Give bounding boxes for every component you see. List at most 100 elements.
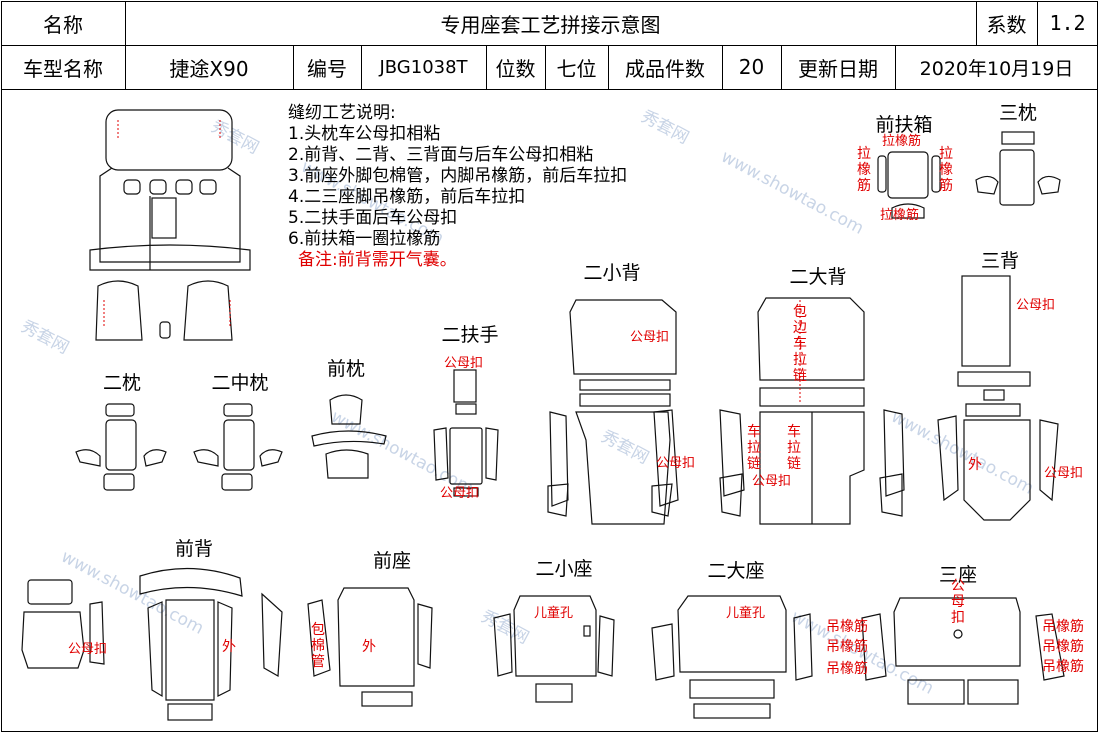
- watermark: 秀套网: [18, 317, 72, 359]
- grid-line: [125, 1, 126, 89]
- annotation-snap: 公母扣: [752, 474, 792, 489]
- annotation-snap: 公母扣: [951, 578, 965, 626]
- annotation-zipper-edge: 包边车拉链: [793, 304, 807, 384]
- annotation-cotton-tube: 包棉管: [311, 622, 325, 670]
- annotation-pull-elastic: 拉橡筋: [939, 146, 953, 194]
- part-label-second-small-seat: 二小座: [535, 558, 593, 580]
- grid-line: [608, 45, 609, 89]
- annotation-hang-elastic: 吊橡筋: [1042, 619, 1084, 635]
- annotation-snap: 公母扣: [68, 642, 108, 657]
- part-label-front-armbox: 前扶箱: [875, 114, 933, 136]
- seam-marks: [103, 120, 801, 404]
- note-item: 3.前座外脚包棉管，内脚吊橡筋，前后车拉扣: [288, 166, 628, 186]
- part-label-second-small-back: 二小背: [583, 262, 641, 284]
- grid-line: [895, 45, 896, 89]
- part-label-second-big-back: 二大背: [789, 266, 847, 288]
- notes-title: 缝纫工艺说明:: [288, 103, 396, 123]
- watermark: www.showtao.com: [328, 407, 477, 499]
- date-label: 更新日期: [798, 56, 878, 81]
- second-armrest-pattern: [433, 369, 499, 497]
- watermark: 秀套网: [208, 117, 262, 159]
- grid-line: [486, 45, 487, 89]
- annotation-pull-elastic: 拉橡筋: [882, 134, 922, 149]
- second-mid-pillow-pattern: [193, 403, 283, 491]
- annotation-outer: 外: [362, 639, 376, 655]
- grid-line: [781, 45, 782, 89]
- watermark: 秀套网: [598, 427, 652, 469]
- code-value: JBG1038T: [379, 56, 468, 78]
- third-pillow-pattern: [975, 131, 1061, 206]
- front-armbox-pattern: [877, 151, 941, 219]
- document-title: 专用座套工艺拼接示意图: [440, 12, 661, 37]
- part-label-front-seat: 前座: [372, 550, 412, 572]
- annotation-hang-elastic: 吊橡筋: [826, 619, 868, 635]
- header-divider-2: [1, 89, 1098, 90]
- front-seat-pattern: [307, 587, 433, 707]
- sewing-notes: 缝纫工艺说明: 1.头枕车公母扣相粘 2.前背、二背、三背面与后车公母扣相粘 3…: [288, 103, 627, 271]
- part-label-third-pillow: 三枕: [998, 102, 1038, 124]
- front-pillow-pattern: [311, 394, 387, 479]
- third-back-pattern: [937, 275, 1059, 521]
- annotation-zipper: 车拉链: [787, 424, 801, 472]
- note-item: 4.二三座脚吊橡筋，前后车拉扣: [288, 187, 526, 207]
- annotation-child-hole: 儿童孔: [534, 606, 574, 621]
- second-pillow-pattern: [75, 403, 167, 491]
- note-item: 5.二扶手面后车公母扣: [288, 208, 458, 228]
- note-item: 2.前背、二背、三背面与后车公母扣相粘: [288, 145, 594, 165]
- watermark: www.showtao.com: [718, 147, 867, 239]
- note-item: 1.头枕车公母扣相粘: [288, 124, 441, 144]
- annotation-snap: 公母扣: [1016, 298, 1056, 313]
- code-label: 编号: [307, 56, 347, 81]
- annotation-pull-elastic: 拉橡筋: [857, 146, 871, 194]
- annotation-hang-elastic: 吊橡筋: [1042, 639, 1084, 655]
- annotation-hang-elastic: 吊橡筋: [826, 639, 868, 655]
- second-big-back-pattern: [719, 297, 905, 525]
- model-value: 捷途X90: [169, 56, 249, 81]
- annotation-zipper: 车拉链: [747, 424, 761, 472]
- header-divider-1: [1, 45, 1098, 46]
- part-label-second-pillow: 二枕: [102, 372, 142, 394]
- seats-label: 位数: [495, 56, 536, 81]
- third-seat-pattern: [861, 597, 1065, 705]
- annotation-hang-elastic: 吊橡筋: [1042, 659, 1084, 675]
- coefficient-value: 1.2: [1049, 11, 1086, 35]
- seats-value: 七位: [556, 56, 597, 81]
- annotation-snap: 公母扣: [1044, 466, 1084, 481]
- part-label-third-back: 三背: [980, 250, 1020, 272]
- part-label-second-armrest: 二扶手: [441, 324, 499, 346]
- annotation-snap: 公母扣: [630, 330, 670, 345]
- front-back-pattern: [21, 567, 283, 721]
- annotation-outer: 外: [968, 457, 982, 473]
- name-label: 名称: [43, 12, 83, 37]
- grid-line: [1037, 1, 1038, 45]
- grid-line: [293, 45, 294, 89]
- watermark: 秀套网: [478, 607, 532, 649]
- pieces-label: 成品件数: [625, 56, 705, 81]
- grid-line: [722, 45, 723, 89]
- part-label-second-big-seat: 二大座: [707, 560, 765, 582]
- annotation-hang-elastic: 吊橡筋: [826, 661, 868, 677]
- pieces-value: 20: [738, 55, 765, 79]
- part-label-front-back: 前背: [174, 538, 214, 560]
- part-label-front-pillow: 前枕: [326, 358, 366, 380]
- pattern-outlines: [21, 109, 1065, 721]
- annotation-child-hole: 儿童孔: [726, 606, 766, 621]
- grid-line: [545, 45, 546, 89]
- second-big-seat-pattern: [651, 595, 813, 719]
- annotation-outer: 外: [222, 639, 236, 655]
- model-label: 车型名称: [23, 56, 103, 81]
- annotation-snap: 公母扣: [440, 486, 480, 501]
- note-item: 6.前扶箱一圈拉橡筋: [288, 229, 441, 249]
- part-label-third-seat: 三座: [938, 564, 978, 586]
- watermark: 秀套网: [638, 107, 692, 149]
- annotation-pull-elastic: 拉橡筋: [880, 208, 920, 223]
- grid-line: [976, 1, 977, 45]
- rear-seat-illustration: [89, 109, 251, 341]
- annotation-snap: 公母扣: [444, 356, 484, 371]
- coefficient-label: 系数: [986, 12, 1027, 37]
- grid-line: [361, 45, 362, 89]
- part-label-second-mid-pillow: 二中枕: [211, 372, 269, 394]
